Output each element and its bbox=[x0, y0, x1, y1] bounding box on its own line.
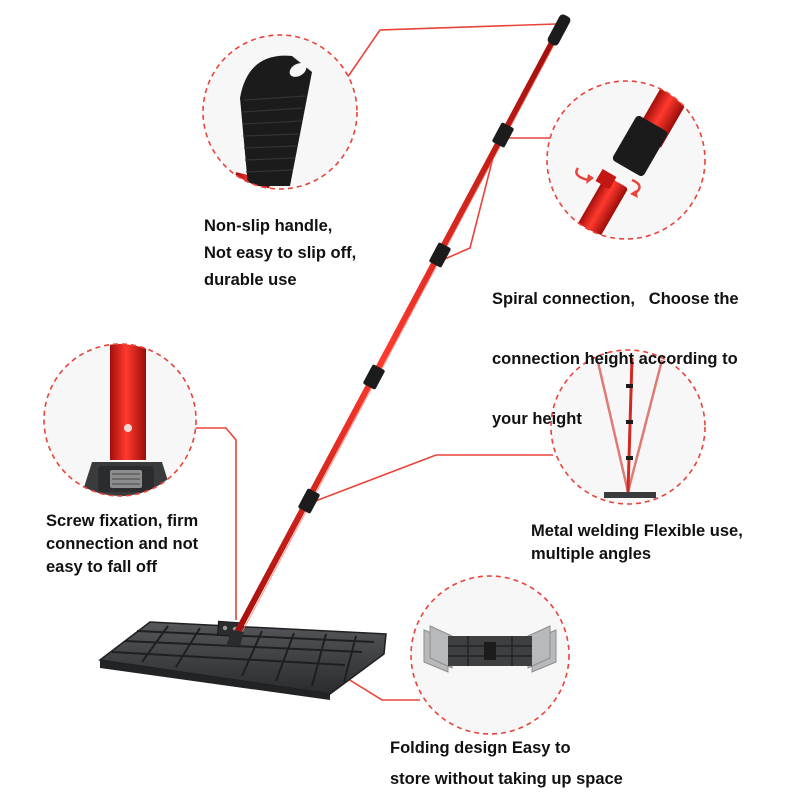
caption-line: Folding design Easy to bbox=[390, 739, 571, 757]
detail-circle-spiral bbox=[546, 80, 706, 240]
caption-line: connection and not bbox=[46, 535, 199, 553]
detail-circle-screw bbox=[43, 343, 197, 497]
detail-circle-handle bbox=[202, 34, 358, 190]
pole-grip bbox=[547, 14, 571, 46]
caption-line: your height bbox=[492, 410, 582, 428]
pole-foot-bracket bbox=[226, 630, 244, 646]
rake-base-plate bbox=[98, 620, 387, 700]
caption-non-slip-handle: Non-slip handle, Not easy to slip off, d… bbox=[204, 213, 356, 294]
caption-line: Screw fixation, firm bbox=[46, 512, 199, 530]
caption-line: connection height according to bbox=[492, 350, 738, 368]
detail-circle-fold bbox=[410, 575, 570, 735]
caption-line: store without taking up space bbox=[390, 770, 623, 788]
callout-line-fold bbox=[339, 673, 420, 701]
caption-line: easy to fall off bbox=[46, 558, 157, 576]
pole-joint bbox=[298, 488, 320, 514]
caption-line: multiple angles bbox=[531, 545, 652, 563]
pole-joint bbox=[492, 122, 514, 148]
pole-joint bbox=[429, 242, 451, 268]
callout-line-screw bbox=[182, 427, 237, 620]
callout-line-weld bbox=[304, 454, 553, 506]
callout-lines bbox=[182, 23, 560, 701]
rake-pole bbox=[226, 14, 571, 646]
caption-line: Spiral connection, Choose the bbox=[492, 290, 739, 308]
caption-line: Not easy to slip off, bbox=[204, 244, 357, 262]
detail-circle-weld bbox=[550, 349, 706, 505]
caption-screw-fixation: Screw fixation, firm connection and not … bbox=[46, 510, 198, 579]
caption-line: Non-slip handle, bbox=[204, 217, 333, 235]
callout-line-spiral bbox=[437, 137, 560, 263]
callout-line-handle bbox=[346, 23, 557, 79]
caption-spiral-connection: Spiral connection, Choose the connection… bbox=[492, 250, 739, 449]
pole-joint bbox=[363, 364, 385, 390]
caption-line: durable use bbox=[204, 271, 297, 289]
caption-folding-design: Folding design Easy to store without tak… bbox=[390, 733, 623, 795]
caption-metal-welding: Metal welding Flexible use, multiple ang… bbox=[531, 520, 743, 566]
caption-line: Metal welding Flexible use, bbox=[531, 522, 743, 540]
